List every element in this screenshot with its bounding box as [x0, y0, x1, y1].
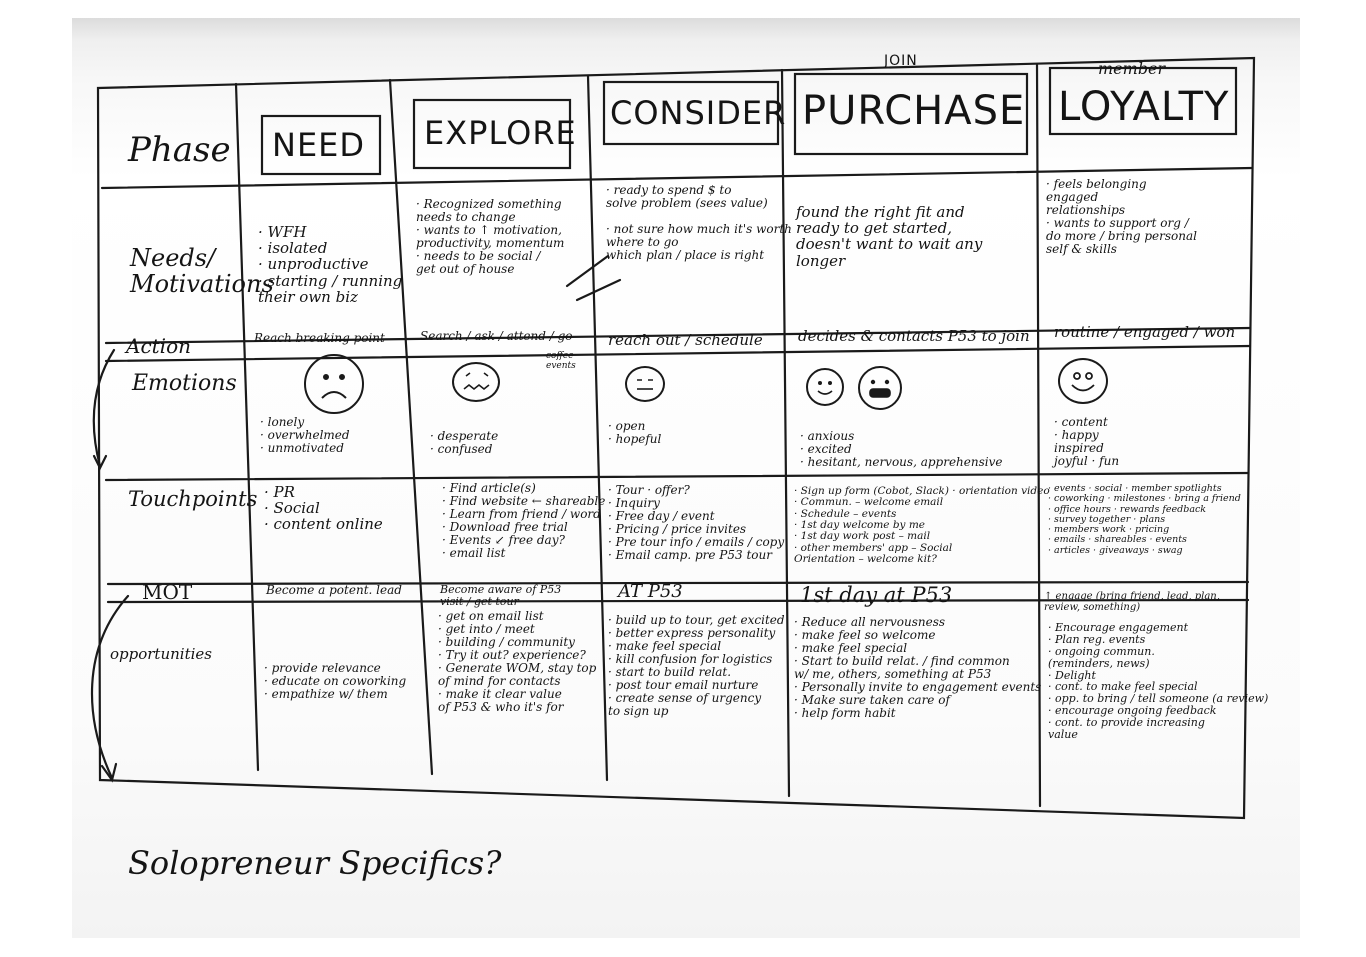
opportunities-loyalty: · Encourage engagement · Plan reg. event… [1048, 621, 1269, 741]
mot-explore: Become aware of P53 visit / get tour [440, 583, 562, 608]
phase-explore: EXPLORE [424, 114, 577, 152]
action-note: coffee events [546, 351, 576, 371]
grid-row-line-5 [106, 580, 1250, 586]
left-arrow-2 [90, 594, 130, 780]
emotions-loyalty: · content · happy inspired joyful · fun [1054, 415, 1120, 468]
left-arrow-2-head [100, 762, 118, 783]
row-label-opportunities: opportunities [110, 645, 212, 663]
grid-row-line-4 [104, 471, 1250, 482]
needs-explore: · Recognized something needs to change ·… [416, 197, 565, 276]
needs-purchase: found the right fit and ready to get sta… [796, 203, 983, 270]
needs-loyalty: · feels belonging engaged relationships … [1046, 177, 1197, 256]
phase-purchase: PURCHASE [802, 88, 1026, 134]
happy-face-icon [806, 368, 844, 406]
grid-col-line-5 [1035, 62, 1042, 808]
grid-row-line-1 [100, 166, 1254, 190]
phase-need: NEED [272, 126, 366, 164]
action-loyalty: routine / engaged / won [1054, 323, 1236, 341]
phase-loyalty-note: member [1098, 59, 1166, 78]
grid-row-line-2 [104, 326, 1252, 345]
phase-box-explore [412, 98, 572, 170]
touchpoints-purchase: · Sign up form (Cobot, Slack) · orientat… [794, 485, 1050, 565]
opportunities-need: · provide relevance · educate on coworki… [264, 661, 407, 701]
smiling-face-icon [1058, 358, 1108, 404]
left-arrow-1 [92, 348, 116, 468]
row-label-phase: Phase [128, 130, 231, 170]
action-explore: Search / ask / attend / go [420, 329, 573, 343]
action-consider: reach out / schedule [608, 331, 763, 349]
row-label-action: Action [126, 334, 191, 358]
touchpoints-explore: · Find article(s) · Find website ← share… [442, 481, 606, 560]
phase-loyalty: LOYALTY [1058, 84, 1230, 130]
grid-col-line-2 [388, 78, 434, 776]
grid-col-line-1 [234, 82, 260, 772]
grid-row-line-3 [104, 344, 1252, 363]
mot-consider: AT P53 [618, 581, 683, 602]
emotions-explore: · desperate · confused [430, 429, 499, 456]
row-label-touchpoints: Touchpoints [128, 487, 258, 511]
touchpoints-need: · PR · Social · content online [264, 483, 383, 534]
emotions-need: · lonely · overwhelmed · unmotivated [260, 415, 350, 455]
neutral-face-icon [625, 366, 665, 402]
phase-box-purchase [793, 72, 1029, 156]
nervous-face-icon [858, 366, 902, 410]
phase-box-loyalty [1048, 66, 1238, 136]
grid-col-line-4 [780, 68, 791, 798]
mot-purchase: 1st day at P53 [800, 583, 953, 607]
row-label-emotions: Emotions [132, 371, 237, 396]
worried-face-icon [452, 362, 500, 402]
phase-consider: CONSIDER [610, 94, 787, 132]
phase-purchase-note: JOIN [884, 53, 918, 69]
grid-col-line-3 [586, 74, 609, 782]
needs-need: · WFH · isolated · unproductive · starti… [258, 223, 403, 306]
journey-map-grid [90, 56, 1256, 820]
action-purchase: decides & contacts P53 to join [798, 327, 1030, 345]
emotions-purchase: · anxious · excited · hesitant, nervous,… [800, 429, 1003, 469]
grid-row-line-6 [106, 598, 1250, 604]
needs-arrow-1 [565, 254, 610, 288]
left-arrow-1-head [92, 454, 108, 471]
opportunities-purchase: · Reduce all nervousness · make feel so … [794, 615, 1042, 720]
row-label-mot: MOT [142, 580, 193, 604]
touchpoints-consider: · Tour · offer? · Inquiry · Free day / e… [608, 483, 785, 562]
emotions-consider: · open · hopeful [608, 419, 662, 446]
touchpoints-loyalty: · events · social · member spotlights · … [1048, 483, 1241, 556]
mot-loyalty: ↑ engage (bring friend, lead, plan, revi… [1044, 591, 1220, 613]
grid-outer-frame [96, 56, 1256, 820]
opportunities-explore: · get on email list · get into / meet · … [438, 609, 597, 714]
mot-need: Become a potent. lead [266, 583, 402, 597]
row-label-needs: Needs/ Motivations [130, 244, 274, 298]
phase-box-need [260, 114, 382, 176]
sad-face-icon [304, 354, 364, 414]
needs-consider: · ready to spend $ to solve problem (see… [606, 183, 792, 262]
footer-note: Solopreneur Specifics? [128, 844, 502, 882]
phase-box-consider [602, 80, 780, 146]
action-need: Reach breaking point [254, 331, 385, 345]
needs-arrow-2 [575, 278, 622, 302]
whiteboard: Phase NEED EXPLORE CONSIDER JOIN PURCHAS… [72, 18, 1300, 938]
opportunities-consider: · build up to tour, get excited · better… [608, 613, 785, 718]
